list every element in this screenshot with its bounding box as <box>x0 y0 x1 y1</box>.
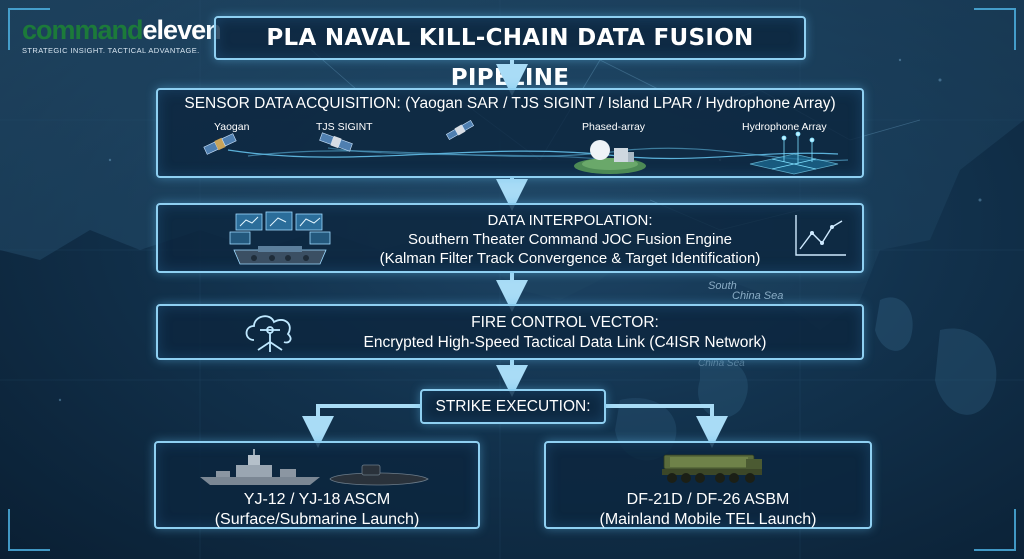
logo-tagline: STRATEGIC INSIGHT. TACTICAL ADVANTAGE. <box>22 46 200 55</box>
relay-satellite-icon <box>445 120 475 141</box>
command-center-icon <box>229 211 331 265</box>
map-label-south: South <box>708 280 737 292</box>
fire-control-link: Encrypted High-Speed Tactical Data Link … <box>363 334 767 351</box>
frame-corner-bottom-right <box>974 509 1016 551</box>
sensor-label-yaogan: Yaogan <box>214 121 250 133</box>
ascm-missile-names: YJ-12 / YJ-18 ASCM <box>243 491 391 508</box>
cloud-network-icon <box>245 315 292 352</box>
fire-control-heading: FIRE CONTROL VECTOR: <box>471 314 659 331</box>
map-label-faded: China Sea <box>698 358 745 369</box>
logo-wordmark: commandeleven <box>22 15 222 45</box>
fire-control-text: FIRE CONTROL VECTOR: Encrypted High-Spee… <box>298 313 832 353</box>
interpolation-text: DATA INTERPOLATION: Southern Theater Com… <box>358 211 782 268</box>
frame-corner-bottom-left <box>8 509 50 551</box>
strike-execution-panel: STRIKE EXECUTION: <box>420 389 606 424</box>
sensor-label-phased-array: Phased-array <box>582 121 646 133</box>
interpolation-heading: DATA INTERPOLATION: <box>487 212 653 229</box>
asbm-missile-names: DF-21D / DF-26 ASBM <box>626 491 790 508</box>
submarine-icon <box>329 464 429 486</box>
ascm-panel: YJ-12 / YJ-18 ASCM (Surface/Submarine La… <box>154 441 480 529</box>
asbm-launch-platform: (Mainland Mobile TEL Launch) <box>599 511 817 528</box>
strike-execution-title: STRIKE EXECUTION: <box>435 398 591 415</box>
warship-submarine-icon <box>200 449 429 486</box>
frame-corner-top-left <box>8 8 50 50</box>
ascm-launch-platform: (Surface/Submarine Launch) <box>214 511 420 528</box>
logo-word-command: command <box>22 15 144 45</box>
tel-launcher-icon <box>662 454 762 483</box>
asbm-panel: DF-21D / DF-26 ASBM (Mainland Mobile TEL… <box>544 441 872 529</box>
sensor-network-graphic <box>203 120 849 175</box>
interpolation-engine: Southern Theater Command JOC Fusion Engi… <box>407 231 733 248</box>
phased-array-radar-icon <box>574 140 646 174</box>
interpolation-method: (Kalman Filter Track Convergence & Targe… <box>379 250 761 267</box>
yaogan-satellite-icon <box>203 133 237 155</box>
fire-control-panel: FIRE CONTROL VECTOR: Encrypted High-Spee… <box>156 304 864 360</box>
map-label-china-sea: China Sea <box>732 290 784 302</box>
logo-word-eleven: eleven <box>142 15 222 45</box>
title-panel: PLA NAVAL KILL-CHAIN DATA FUSION PIPELIN… <box>214 16 806 91</box>
sensor-label-hydrophone: Hydrophone Array <box>742 121 827 133</box>
frame-corner-top-right <box>974 8 1016 50</box>
sensor-acquisition-title: SENSOR DATA ACQUISITION: (Yaogan SAR / T… <box>184 95 836 112</box>
sensor-label-tjs-sigint: TJS SIGINT <box>316 121 373 133</box>
warship-icon <box>200 449 320 485</box>
tjs-sigint-satellite-icon <box>319 132 353 152</box>
logo: commandeleven STRATEGIC INSIGHT. TACTICA… <box>22 15 222 58</box>
page-title: PLA NAVAL KILL-CHAIN DATA FUSION PIPELIN… <box>266 25 754 91</box>
ascm-text: YJ-12 / YJ-18 ASCM (Surface/Submarine La… <box>156 490 478 530</box>
asbm-text: DF-21D / DF-26 ASBM (Mainland Mobile TEL… <box>546 490 870 530</box>
data-interpolation-panel: DATA INTERPOLATION: Southern Theater Com… <box>156 203 864 273</box>
trend-graph-icon <box>795 215 846 256</box>
hydrophone-array-icon <box>749 131 839 175</box>
sensor-acquisition-panel: SENSOR DATA ACQUISITION: (Yaogan SAR / T… <box>156 88 864 178</box>
